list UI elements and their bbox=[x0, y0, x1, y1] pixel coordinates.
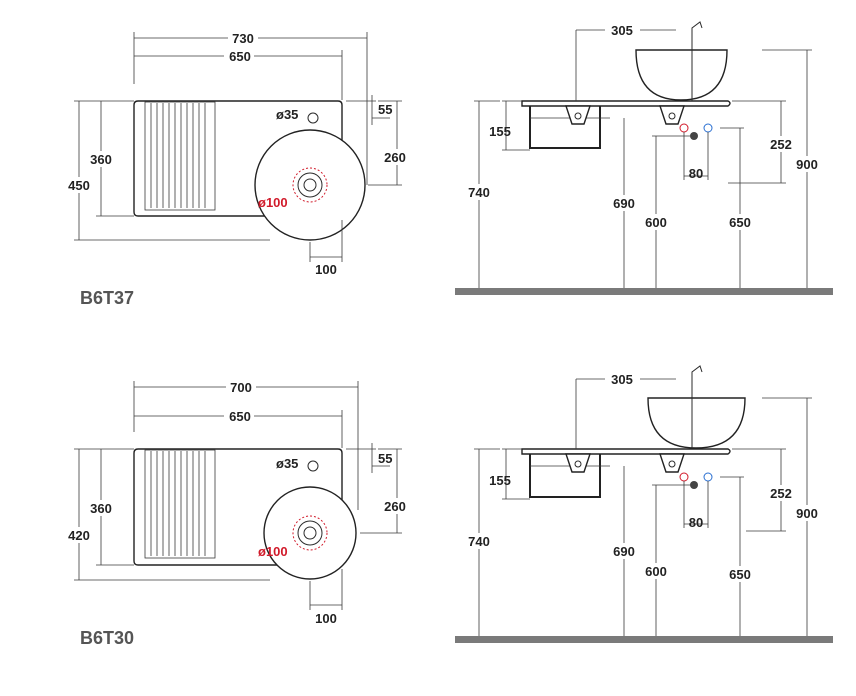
model-label: B6T30 bbox=[80, 628, 134, 648]
model-label: B6T37 bbox=[80, 288, 134, 308]
dim-drain-height: 600 bbox=[645, 564, 667, 579]
dim-overall-depth: 450 bbox=[68, 178, 90, 193]
dim-inner-depth: 360 bbox=[90, 501, 112, 516]
hole-diameter-label: ø35 bbox=[276, 107, 298, 122]
dim-offset-top: 55 bbox=[378, 451, 392, 466]
dim-offset-top: 55 bbox=[378, 102, 392, 117]
dim-overall-depth: 420 bbox=[68, 528, 90, 543]
dim-top-height: 740 bbox=[468, 534, 490, 549]
side-view-b6t37: 305 155 740 690 600 80 650 252 bbox=[455, 21, 833, 295]
dim-drain-height: 600 bbox=[645, 215, 667, 230]
top-view-b6t30: 700 650 ø35 ø100 55 260 bbox=[64, 379, 410, 648]
dim-supply-spacing: 80 bbox=[689, 515, 703, 530]
dim-outlet-height: 650 bbox=[729, 215, 751, 230]
dim-top-width: 650 bbox=[229, 49, 251, 64]
top-view-b6t37: 730 650 ø35 ø100 55 bbox=[64, 30, 410, 308]
hole-diameter-label: ø35 bbox=[276, 456, 298, 471]
dim-drain-offset: 100 bbox=[315, 262, 337, 277]
dim-overall-height: 900 bbox=[796, 506, 818, 521]
dim-overall-width: 730 bbox=[232, 31, 254, 46]
dim-bowl-height: 252 bbox=[770, 486, 792, 501]
dim-overall-height: 900 bbox=[796, 157, 818, 172]
dim-inner-depth: 360 bbox=[90, 152, 112, 167]
dim-drain-offset: 100 bbox=[315, 611, 337, 626]
dim-rail-height: 690 bbox=[613, 196, 635, 211]
drain-diameter-label: ø100 bbox=[258, 544, 288, 559]
dim-top-height: 740 bbox=[468, 185, 490, 200]
dim-top-width: 650 bbox=[229, 409, 251, 424]
dim-bowl-height: 252 bbox=[770, 137, 792, 152]
dim-basin-depth: 260 bbox=[384, 499, 406, 514]
side-view-b6t30: 305 155 740 690 600 80 650 252 900 bbox=[455, 365, 833, 643]
dim-bowl-offset: 305 bbox=[611, 23, 633, 38]
dim-basin-depth: 260 bbox=[384, 150, 406, 165]
dim-bowl-offset: 305 bbox=[611, 372, 633, 387]
dim-towel-rail: 155 bbox=[489, 473, 511, 488]
dim-rail-height: 690 bbox=[613, 544, 635, 559]
dim-overall-width: 700 bbox=[230, 380, 252, 395]
dim-towel-rail: 155 bbox=[489, 124, 511, 139]
dim-outlet-height: 650 bbox=[729, 567, 751, 582]
drain-diameter-label: ø100 bbox=[258, 195, 288, 210]
dim-supply-spacing: 80 bbox=[689, 166, 703, 181]
